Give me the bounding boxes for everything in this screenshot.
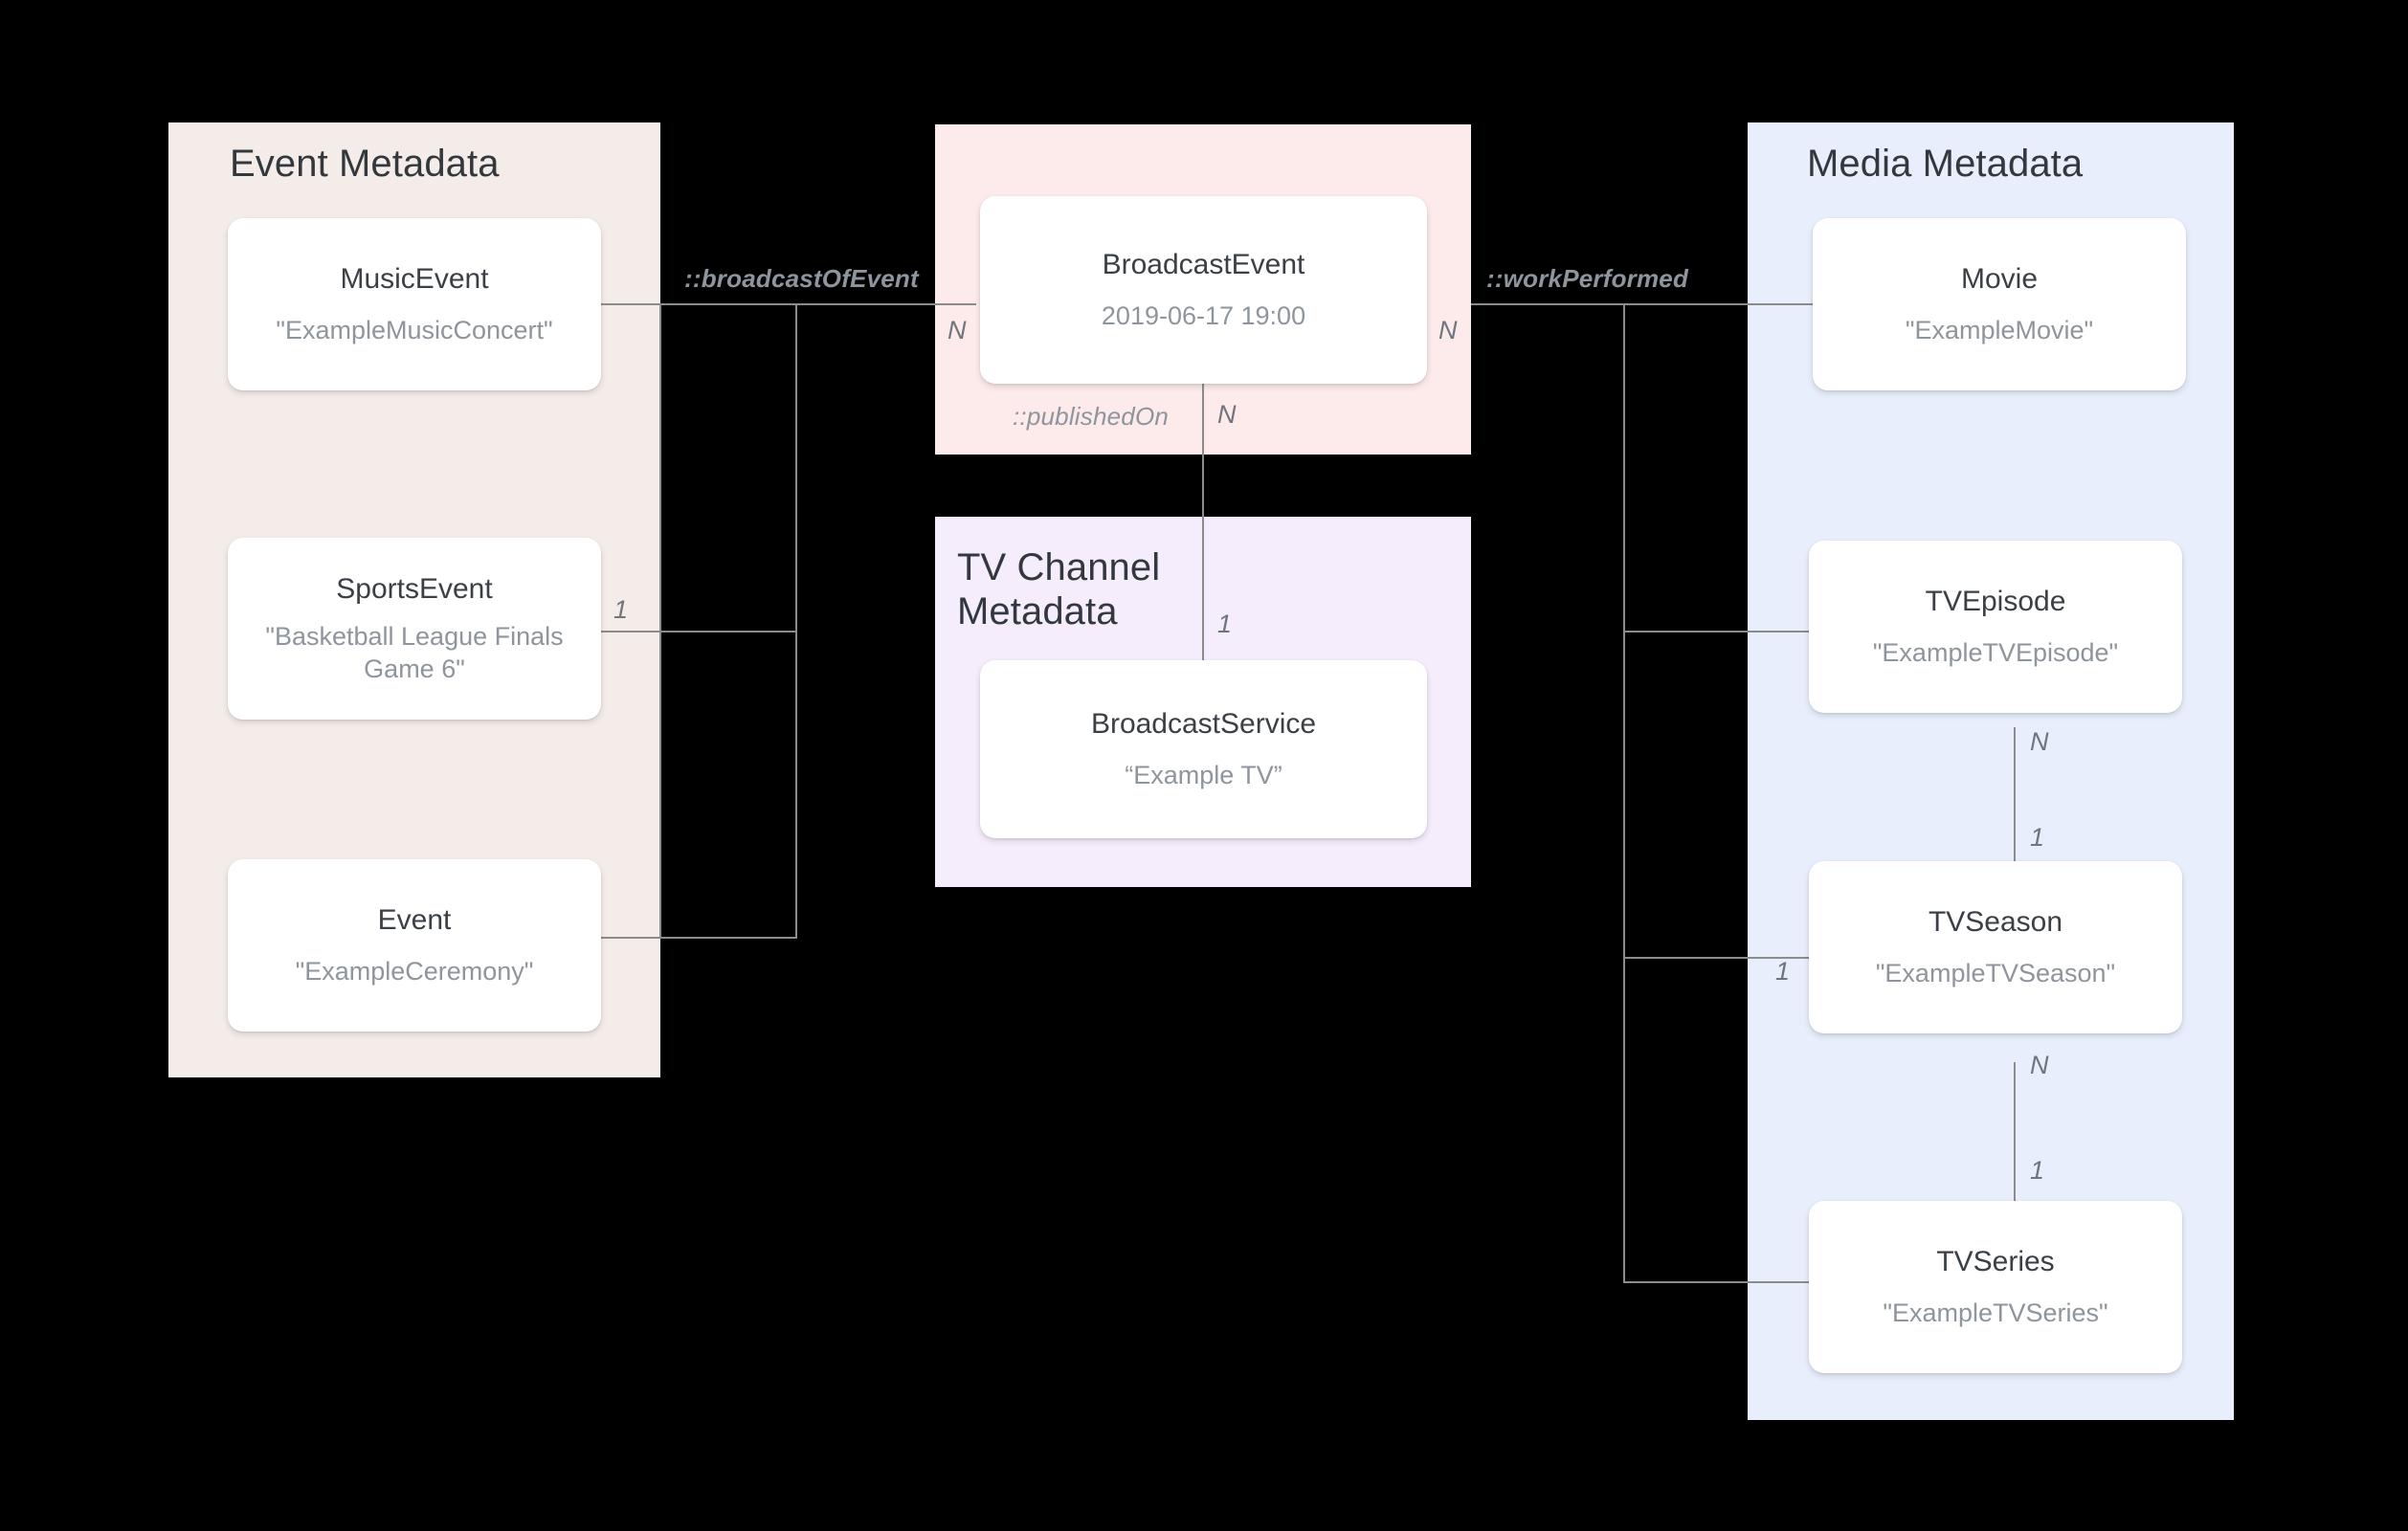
cardinality-broadcast-event-left-n: N bbox=[948, 316, 967, 344]
card-broadcast-service[interactable]: BroadcastService “Example TV” bbox=[980, 660, 1427, 838]
card-value-label: "ExampleTVSeason" bbox=[1875, 958, 2116, 987]
card-value-label: "ExampleTVSeries" bbox=[1883, 1298, 2108, 1327]
cardinality-tvepisode-n: N bbox=[2030, 727, 2049, 756]
connector-tvseason-horizontal bbox=[1623, 957, 1815, 959]
panel-title-event-metadata: Event Metadata bbox=[230, 143, 500, 185]
card-type-label: Movie bbox=[1960, 262, 2039, 295]
cardinality-broadcast-event-right-n: N bbox=[1438, 316, 1458, 344]
relation-label-published-on: ::publishedOn bbox=[1013, 402, 1170, 431]
connector-publishedon-vertical bbox=[1202, 383, 1204, 660]
cardinality-published-on-n: N bbox=[1217, 400, 1237, 429]
card-value-label: "ExampleCeremony" bbox=[295, 956, 534, 986]
card-movie[interactable]: Movie "ExampleMovie" bbox=[1813, 218, 2186, 390]
cardinality-tvseries-one: 1 bbox=[2030, 1156, 2045, 1185]
card-type-label: MusicEvent bbox=[340, 262, 489, 295]
card-type-label: BroadcastEvent bbox=[1102, 248, 1305, 280]
card-value-label: "ExampleTVEpisode" bbox=[1872, 637, 2119, 667]
card-sports-event[interactable]: SportsEvent "Basketball League Finals Ga… bbox=[228, 538, 601, 720]
card-tv-episode[interactable]: TVEpisode "ExampleTVEpisode" bbox=[1809, 541, 2182, 713]
card-music-event[interactable]: MusicEvent "ExampleMusicConcert" bbox=[228, 218, 601, 390]
card-type-label: TVEpisode bbox=[1925, 585, 2066, 617]
card-value-label: "ExampleMovie" bbox=[1905, 315, 2094, 344]
cardinality-broadcast-service-one: 1 bbox=[1217, 610, 1233, 638]
card-value-label: 2019-06-17 19:00 bbox=[1101, 300, 1306, 330]
card-event[interactable]: Event "ExampleCeremony" bbox=[228, 859, 601, 1032]
cardinality-tvseason-n: N bbox=[2030, 1051, 2049, 1079]
connector-episode-season-vertical bbox=[2014, 727, 2016, 876]
connector-tvseries-horizontal bbox=[1623, 1281, 1815, 1283]
connector-season-series-vertical bbox=[2014, 1062, 2016, 1210]
card-tv-season[interactable]: TVSeason "ExampleTVSeason" bbox=[1809, 861, 2182, 1033]
cardinality-tvseason-one-from-episode: 1 bbox=[2030, 823, 2045, 852]
connector-event-bus-vertical bbox=[795, 304, 797, 938]
card-type-label: TVSeason bbox=[1928, 905, 2063, 938]
card-value-label: "ExampleMusicConcert" bbox=[276, 315, 553, 344]
connector-tvepisode-horizontal bbox=[1623, 631, 1815, 632]
connector-workperformed-horizontal bbox=[1471, 303, 1816, 305]
card-type-label: BroadcastService bbox=[1090, 707, 1317, 740]
connector-sportsevent-horizontal bbox=[593, 631, 797, 632]
card-tv-series[interactable]: TVSeries "ExampleTVSeries" bbox=[1809, 1201, 2182, 1373]
cardinality-tvseason-one-left: 1 bbox=[1775, 957, 1791, 986]
connector-event-horizontal bbox=[593, 937, 797, 939]
card-type-label: TVSeries bbox=[1936, 1245, 2055, 1277]
cardinality-sports-event-one: 1 bbox=[613, 595, 629, 624]
card-value-label: "Basketball League Finals Game 6" bbox=[265, 621, 564, 683]
connector-event-left-vertical bbox=[659, 304, 661, 938]
panel-title-media-metadata: Media Metadata bbox=[1807, 143, 2084, 185]
card-value-label: “Example TV” bbox=[1125, 760, 1282, 789]
card-type-label: SportsEvent bbox=[336, 572, 493, 605]
relation-label-broadcast-of-event: ::broadcastOfEvent bbox=[684, 264, 919, 293]
card-broadcast-event[interactable]: BroadcastEvent 2019-06-17 19:00 bbox=[980, 196, 1427, 384]
connector-musicevent-horizontal bbox=[593, 303, 976, 305]
relation-label-work-performed: ::workPerformed bbox=[1486, 264, 1689, 293]
card-type-label: Event bbox=[377, 903, 452, 936]
connector-media-bus-vertical bbox=[1623, 304, 1625, 1282]
panel-title-tv-channel-metadata: TV Channel Metadata bbox=[957, 546, 1161, 633]
